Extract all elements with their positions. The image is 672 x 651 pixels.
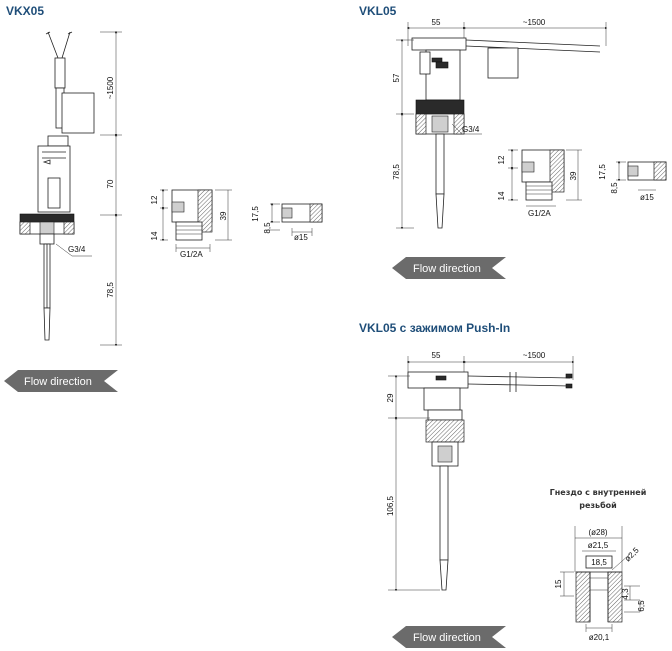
vkx05-flow-direction-arrow: Flow direction bbox=[4, 370, 118, 392]
vkl05-nut-dim-17-5: 17,5 bbox=[598, 164, 607, 180]
vkl05-dim-55: 55 bbox=[432, 18, 441, 27]
socket-side-dimensions: 15 4,3 6,5 bbox=[554, 571, 646, 613]
vkl05-pushin-body bbox=[425, 409, 465, 467]
socket-dia-28: (ø28) bbox=[588, 528, 607, 537]
socket-dim-15: 15 bbox=[554, 579, 563, 588]
vkl05-pushin-cable-length: ~1500 bbox=[523, 351, 546, 360]
vkx05-adapter-thread: G1/2A bbox=[180, 250, 203, 259]
vkl05-adapter-dim-12: 12 bbox=[497, 155, 506, 164]
vkl05-pushin-dim-55: 55 bbox=[432, 351, 441, 360]
vkx05-nut-dim-17-5: 17,5 bbox=[251, 206, 260, 222]
vkl05-head bbox=[411, 37, 601, 101]
vkl05-pushin-title: VKL05 с зажимом Push-In bbox=[359, 321, 510, 335]
vkx05-nut-dia-15: ø15 bbox=[294, 233, 308, 242]
vkl05-flow-label: Flow direction bbox=[413, 263, 481, 275]
socket-section bbox=[575, 571, 623, 623]
socket-dia-2-5: ø2,5 bbox=[623, 545, 641, 563]
vkl05-thread: G3/4 bbox=[462, 125, 480, 134]
socket-bottom-dimension: ø20,1 bbox=[585, 624, 613, 642]
vkx05-nut: 17,5 8,5 ø15 bbox=[251, 202, 323, 242]
vkl05-pushin-section: VKL05 с зажимом Push-In 55 ~1500 bbox=[359, 321, 575, 648]
socket-detail: Гнездо с внутренней резьбой (ø28) ø21,5 … bbox=[550, 488, 647, 642]
vkl05-probe bbox=[435, 133, 445, 229]
vkl05-nut: 17,5 8,5 ø15 bbox=[598, 160, 667, 202]
vkx05-title: VKX05 bbox=[6, 4, 44, 18]
vkx05-dimensions: ~1500 70 78,5 G3/4 bbox=[55, 30, 122, 347]
vkx05-adapter-dim-12: 12 bbox=[150, 195, 159, 204]
socket-dim-4-3: 4,3 bbox=[621, 588, 630, 600]
vkl05-nut-dia-15: ø15 bbox=[640, 193, 654, 202]
socket-dia-21-5: ø21,5 bbox=[588, 541, 609, 550]
vkl05-adapter-dim-39: 39 bbox=[569, 171, 578, 180]
vkl05-pushin-dim-106-5: 106,5 bbox=[386, 495, 395, 516]
vkl05-pushin-dim-29: 29 bbox=[386, 393, 395, 402]
vkl05-dim-57: 57 bbox=[392, 73, 401, 82]
vkx05-adapter-dim-14: 14 bbox=[150, 231, 159, 240]
vkl05-cable-length: ~1500 bbox=[523, 18, 546, 27]
vkx05-thread-label: G3/4 bbox=[68, 245, 86, 254]
socket-dia-20-1: ø20,1 bbox=[589, 633, 610, 642]
vkl05-adapter-dim-14: 14 bbox=[497, 191, 506, 200]
vkx05-cable-length-label: ~1500 bbox=[106, 76, 115, 99]
vkl05-pushin-side-dimensions: 29 106,5 bbox=[386, 374, 440, 592]
vkx05-adapter: 12 14 39 G1/2A bbox=[150, 188, 232, 259]
vkl05-flow-direction-arrow: Flow direction bbox=[392, 257, 506, 279]
vkx05-flange bbox=[19, 213, 75, 245]
vkx05-adapter-dim-39: 39 bbox=[219, 211, 228, 220]
vkx05-nut-dim-8-5: 8,5 bbox=[263, 222, 272, 234]
vkl05-title: VKL05 bbox=[359, 4, 397, 18]
vkx05-flow-label: Flow direction bbox=[24, 376, 92, 388]
vkl05-dim-78-5: 78,5 bbox=[392, 164, 401, 180]
socket-caption-line2: резьбой bbox=[579, 500, 617, 510]
vkl05-pushin-flow-label: Flow direction bbox=[413, 632, 481, 644]
vkl05-adapter: 12 14 39 G1/2A bbox=[497, 148, 582, 218]
vkl05-section: VKL05 55 ~1500 bbox=[359, 4, 667, 279]
vkx05-section: VKX05 bbox=[4, 4, 323, 392]
vkx05-housing bbox=[37, 135, 71, 213]
socket-dim-18-5: 18,5 bbox=[591, 558, 607, 567]
vkx05-probe bbox=[43, 243, 51, 341]
vkx05-junction-box bbox=[61, 92, 95, 134]
socket-dim-6-5: 6,5 bbox=[637, 600, 646, 612]
vkl05-pushin-head bbox=[407, 371, 573, 411]
vkl05-side-dimensions: 57 78,5 G3/4 bbox=[392, 38, 482, 230]
vkx05-dim-70-label: 70 bbox=[106, 179, 115, 188]
socket-caption-line1: Гнездо с внутренней bbox=[550, 488, 647, 497]
vkl05-pushin-flow-direction-arrow: Flow direction bbox=[392, 626, 506, 648]
vkl05-top-dimensions: 55 ~1500 bbox=[406, 18, 608, 46]
vkx05-dim-78-5-label: 78,5 bbox=[106, 282, 115, 298]
vkl05-pushin-top-dimensions: 55 ~1500 bbox=[406, 351, 575, 380]
vkl05-adapter-thread: G1/2A bbox=[528, 209, 551, 218]
socket-top-dimensions: (ø28) ø21,5 18,5 ø2,5 bbox=[574, 526, 641, 572]
vkl05-pushin-probe bbox=[439, 465, 449, 591]
vkl05-nut-dim-8-5: 8,5 bbox=[610, 182, 619, 194]
